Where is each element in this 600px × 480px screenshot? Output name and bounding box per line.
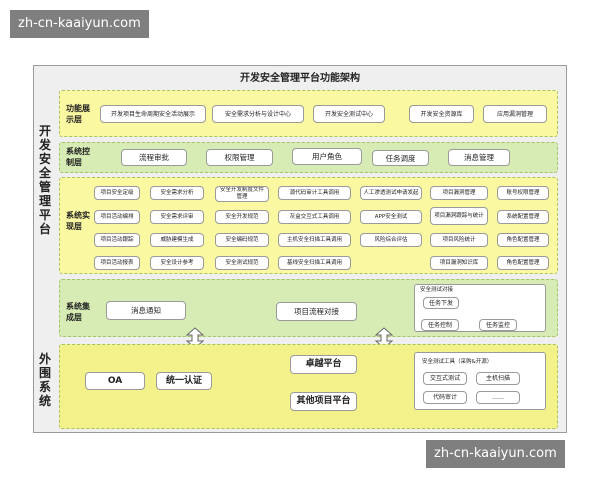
task-dispatch-box: 任务下发 <box>423 297 459 309</box>
lifecycle-display-box: 开发项目生命周期安全活动展示 <box>100 105 206 123</box>
impl-item: 安全需求分析 <box>150 186 204 200</box>
host-scan-box: 主机扫描 <box>476 372 520 385</box>
message-management-box: 消息管理 <box>448 149 510 166</box>
security-resource-library-box: 开发安全资源库 <box>409 105 474 123</box>
security-test-docking-title: 安全测试对接 <box>420 287 454 293</box>
platform-label: 开发安全管理平台 <box>38 124 51 236</box>
process-approval-box: 流程审批 <box>121 149 187 166</box>
impl-item: 项目活动跟踪 <box>94 233 140 247</box>
impl-item: 源代码审计工具调用 <box>278 186 351 200</box>
more-tools-box: …… <box>476 391 520 404</box>
impl-item: 人工渗透测试申请发起 <box>360 186 422 200</box>
diagram-title: 开发安全管理平台功能架构 <box>240 73 360 84</box>
display-layer-label: 功能展示层 <box>66 104 90 124</box>
security-test-tools-title: 安全测试工具（采购&开源） <box>422 359 493 365</box>
impl-item: 项目漏洞管理 <box>430 186 488 200</box>
impl-item: 项目安全定级 <box>94 186 140 200</box>
impl-item: 安全开发规范 <box>215 210 269 224</box>
impl-item: 项目风险统计 <box>430 233 488 247</box>
other-project-platform-box: 其他项目平台 <box>290 392 357 411</box>
implementation-layer-label: 系统实现层 <box>66 211 90 231</box>
task-control-box: 任务控制 <box>421 319 459 331</box>
impl-item: 安全开发制度文件管理 <box>215 186 269 202</box>
oa-box: OA <box>85 372 145 390</box>
zhuoyue-platform-box: 卓越平台 <box>290 355 357 374</box>
project-process-docking-box: 项目流程对接 <box>276 302 357 321</box>
impl-item: 安全编码规范 <box>215 233 269 247</box>
impl-item: 项目漏洞知识库 <box>430 256 488 270</box>
external-systems-label: 外围系统 <box>38 352 51 408</box>
impl-item: APP安全测试 <box>360 210 422 224</box>
impl-item: 安全设计参考 <box>150 256 204 270</box>
control-layer-label: 系统控制层 <box>66 147 90 167</box>
requirement-design-center-box: 安全需求分析与设计中心 <box>212 105 304 123</box>
impl-item: 威胁建模生成 <box>150 233 204 247</box>
security-testing-center-box: 开发安全测试中心 <box>313 105 385 123</box>
message-notification-box: 消息通知 <box>106 301 186 320</box>
impl-item: 基线安全扫描工具调用 <box>278 256 351 270</box>
impl-item: 系统配置管理 <box>497 210 549 224</box>
unified-auth-box: 统一认证 <box>156 372 212 390</box>
impl-item: 角色配置管理 <box>497 233 549 247</box>
impl-item: 角色配置管理 <box>497 256 549 270</box>
impl-item: 项目活动报表 <box>94 256 140 270</box>
vulnerability-management-box: 应用漏洞管理 <box>483 105 547 123</box>
integration-layer-label: 系统集成层 <box>66 302 90 322</box>
permission-management-box: 权限管理 <box>206 149 273 166</box>
code-audit-box: 代码审计 <box>423 391 467 404</box>
user-roles-box: 用户角色 <box>292 148 362 165</box>
impl-item: 安全测试规范 <box>215 256 269 270</box>
impl-item: 安全需求评审 <box>150 210 204 224</box>
impl-item: 灰盒交互式工具调用 <box>278 210 351 224</box>
watermark-bottom: zh-cn-kaaiyun.com <box>426 440 565 468</box>
impl-item: 账号权限管理 <box>497 186 549 200</box>
impl-item: 项目活动编排 <box>94 210 140 224</box>
impl-item: 项目漏洞跟踪与统计 <box>430 207 488 225</box>
impl-item: 主机安全扫描工具调用 <box>278 233 351 247</box>
task-scheduling-box: 任务调度 <box>372 150 429 166</box>
impl-item: 风险综合评估 <box>360 233 422 247</box>
interactive-test-box: 交互式测试 <box>423 372 467 385</box>
watermark-top: zh-cn-kaaiyun.com <box>10 10 149 38</box>
task-monitor-box: 任务监控 <box>479 319 517 331</box>
